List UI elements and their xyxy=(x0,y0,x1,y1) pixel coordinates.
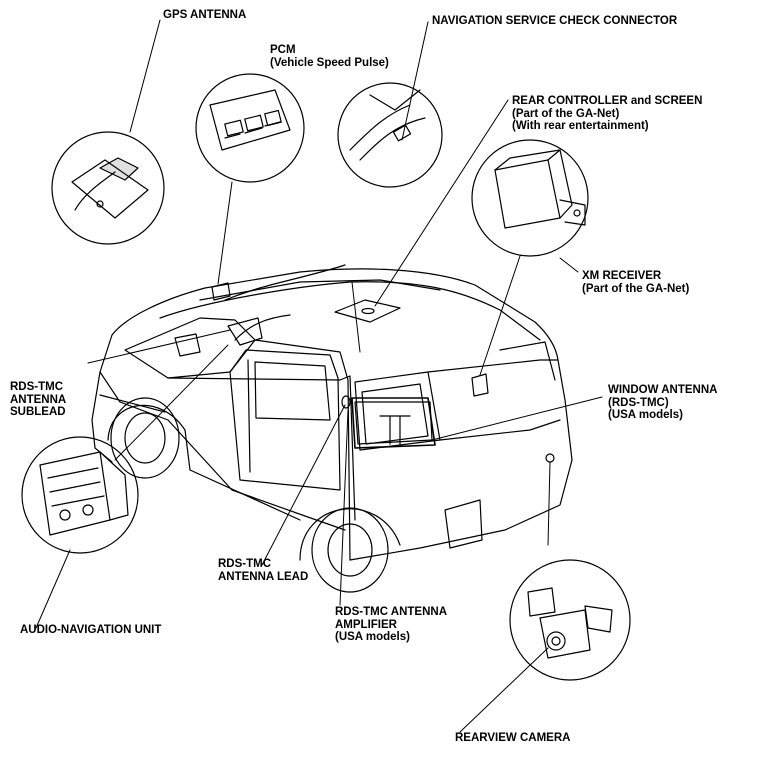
rds-sublead-label: RDS-TMC ANTENNA SUBLEAD xyxy=(10,381,67,418)
audio-nav-unit-label: AUDIO-NAVIGATION UNIT xyxy=(20,624,162,636)
xm-receiver-label: XM RECEIVER (Part of the GA-Net) xyxy=(582,270,690,295)
rear-screen-unit xyxy=(334,299,401,323)
nav-check-connector-detail xyxy=(337,82,443,188)
xm-receiver-detail xyxy=(471,139,589,257)
pcm-location xyxy=(211,282,231,301)
rearview-camera-detail xyxy=(509,559,631,681)
vehicle-body xyxy=(91,268,573,593)
rds-amplifier-label: RDS-TMC ANTENNA AMPLIFIER (USA models) xyxy=(335,606,448,643)
camera-location xyxy=(545,453,555,463)
rearview-camera-label: REARVIEW CAMERA xyxy=(455,732,571,744)
pcm-detail xyxy=(195,73,305,183)
gps-antenna-label: GPS ANTENNA xyxy=(163,9,247,21)
dash-unit-block xyxy=(227,317,263,346)
xm-location xyxy=(471,373,489,397)
rear-controller-label: REAR CONTROLLER and SCREEN (Part of the … xyxy=(512,95,703,132)
nav-check-connector-label: NAVIGATION SERVICE CHECK CONNECTOR xyxy=(432,15,678,27)
audio-nav-unit-detail xyxy=(21,436,139,554)
leader-lines xyxy=(35,19,603,733)
gps-antenna-detail xyxy=(51,131,165,245)
rds-lead-label: RDS-TMC ANTENNA LEAD xyxy=(218,558,309,583)
amplifier-location xyxy=(341,395,351,409)
window-antenna-label: WINDOW ANTENNA (RDS-TMC) (USA models) xyxy=(608,384,718,421)
pcm-label: PCM (Vehicle Speed Pulse) xyxy=(270,44,389,69)
